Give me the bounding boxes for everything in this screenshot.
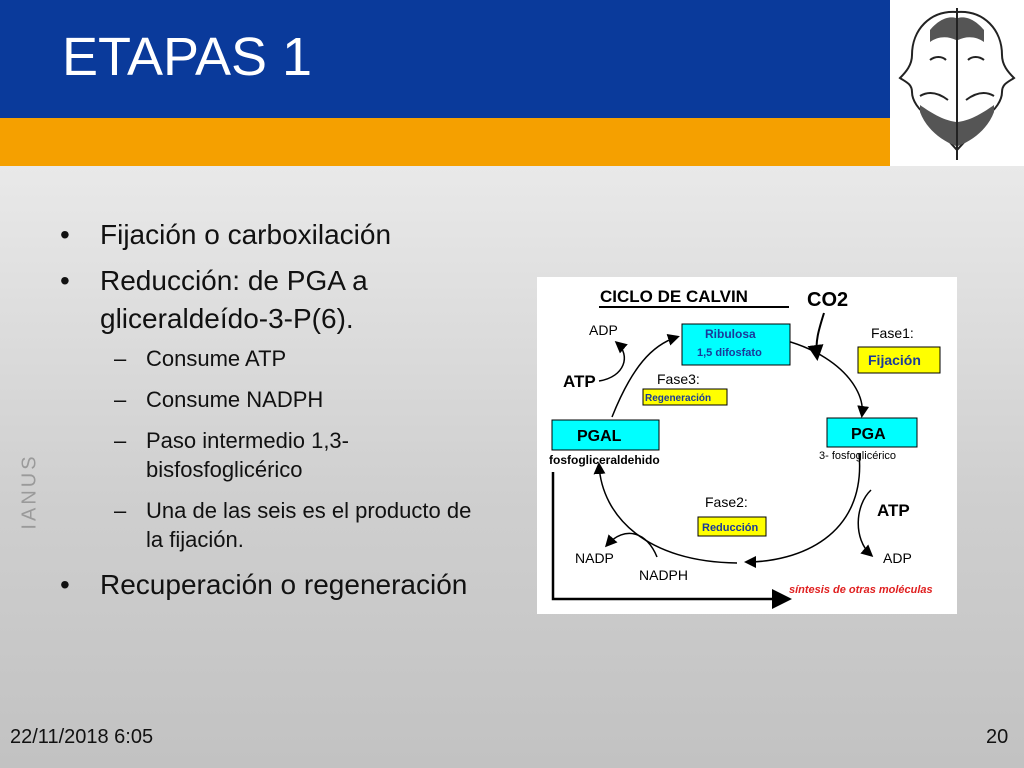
ribulosa-sub-label: 1,5 difosfato <box>697 347 762 359</box>
pgal-box <box>551 419 660 451</box>
regeneracion-box <box>642 388 728 406</box>
footer-date: 22/11/2018 6:05 <box>10 726 154 748</box>
pga-label: PGA <box>851 426 886 443</box>
ribulosa-box <box>681 323 791 366</box>
fijacion-box <box>857 346 941 374</box>
adp-right-label: ADP <box>883 550 912 566</box>
cycle-arrow-reduction <box>744 452 861 568</box>
sub-bullet-text: Consume ATP <box>146 346 287 371</box>
fijacion-label: Fijación <box>868 352 921 368</box>
calvin-cycle-diagram: CICLO DE CALVIN CO2 Ribulosa 1,5 difosfa… <box>537 277 957 614</box>
synthesis-arrow <box>551 472 792 609</box>
bullet-item: Reducción: de PGA a gliceraldeído-3-P(6)… <box>58 262 478 554</box>
co2-label: CO2 <box>807 289 848 311</box>
bullet-text: Reducción: de PGA a gliceraldeído-3-P(6)… <box>100 265 368 334</box>
adp-top-label: ADP <box>589 322 618 338</box>
sub-bullet-item: Consume NADPH <box>100 385 478 414</box>
side-watermark: IANUS <box>12 450 42 530</box>
fase3-label: Fase3: <box>657 371 700 387</box>
pgal-sub-label: fosfogliceraldehido <box>549 453 660 467</box>
bullet-text: Recuperación o regeneración <box>100 569 468 600</box>
page-number: 20 <box>986 726 1009 748</box>
sub-bullet-item: Una de las seis es el producto de la fij… <box>100 496 478 554</box>
bullet-item: Fijación o carboxilación <box>58 216 478 254</box>
header-bar <box>0 0 890 118</box>
pga-box <box>826 417 918 448</box>
cycle-arrow-pgal <box>593 462 738 564</box>
diagram-title: CICLO DE CALVIN <box>600 287 748 306</box>
pga-sub-label: 3- fosfoglicérico <box>819 450 896 462</box>
reduccion-box <box>697 516 767 537</box>
ribulosa-label: Ribulosa <box>705 327 756 341</box>
fase1-label: Fase1: <box>871 325 914 341</box>
bullet-item: Recuperación o regeneración <box>58 566 478 604</box>
nadph-label: NADPH <box>639 567 688 583</box>
sub-bullet-item: Consume ATP <box>100 344 478 373</box>
side-label-text: IANUS <box>18 453 41 530</box>
atp-left-label: ATP <box>563 372 596 391</box>
atp-adp-arrow-right <box>857 489 874 557</box>
sub-bullet-item: Paso intermedio 1,3-bisfosfoglicérico <box>100 426 478 484</box>
slide-title: ETAPAS 1 <box>62 27 313 87</box>
cycle-arrow-regeneration <box>611 334 680 418</box>
atp-adp-arrow-left <box>598 341 628 382</box>
reduccion-label: Reducción <box>702 522 759 534</box>
fase2-label: Fase2: <box>705 494 748 510</box>
nadph-nadp-arrow <box>604 532 658 558</box>
regeneracion-label: Regeneración <box>645 393 711 404</box>
nadp-label: NADP <box>575 550 614 566</box>
atp-right-label: ATP <box>877 501 910 520</box>
co2-arrow <box>807 312 825 361</box>
bullet-list: Fijación o carboxilación Reducción: de P… <box>58 216 478 612</box>
pgal-label: PGAL <box>577 428 622 445</box>
sintesis-label: síntesis de otras moléculas <box>789 584 933 596</box>
sub-bullet-list: Consume ATP Consume NADPH Paso intermedi… <box>100 344 478 554</box>
header-accent-bar <box>0 118 890 166</box>
bullet-text: Fijación o carboxilación <box>100 219 392 250</box>
sub-bullet-text: Una de las seis es el producto de la fij… <box>146 498 472 552</box>
janus-logo <box>890 0 1024 166</box>
sub-bullet-text: Paso intermedio 1,3-bisfosfoglicérico <box>146 428 349 482</box>
sub-bullet-text: Consume NADPH <box>146 387 324 412</box>
